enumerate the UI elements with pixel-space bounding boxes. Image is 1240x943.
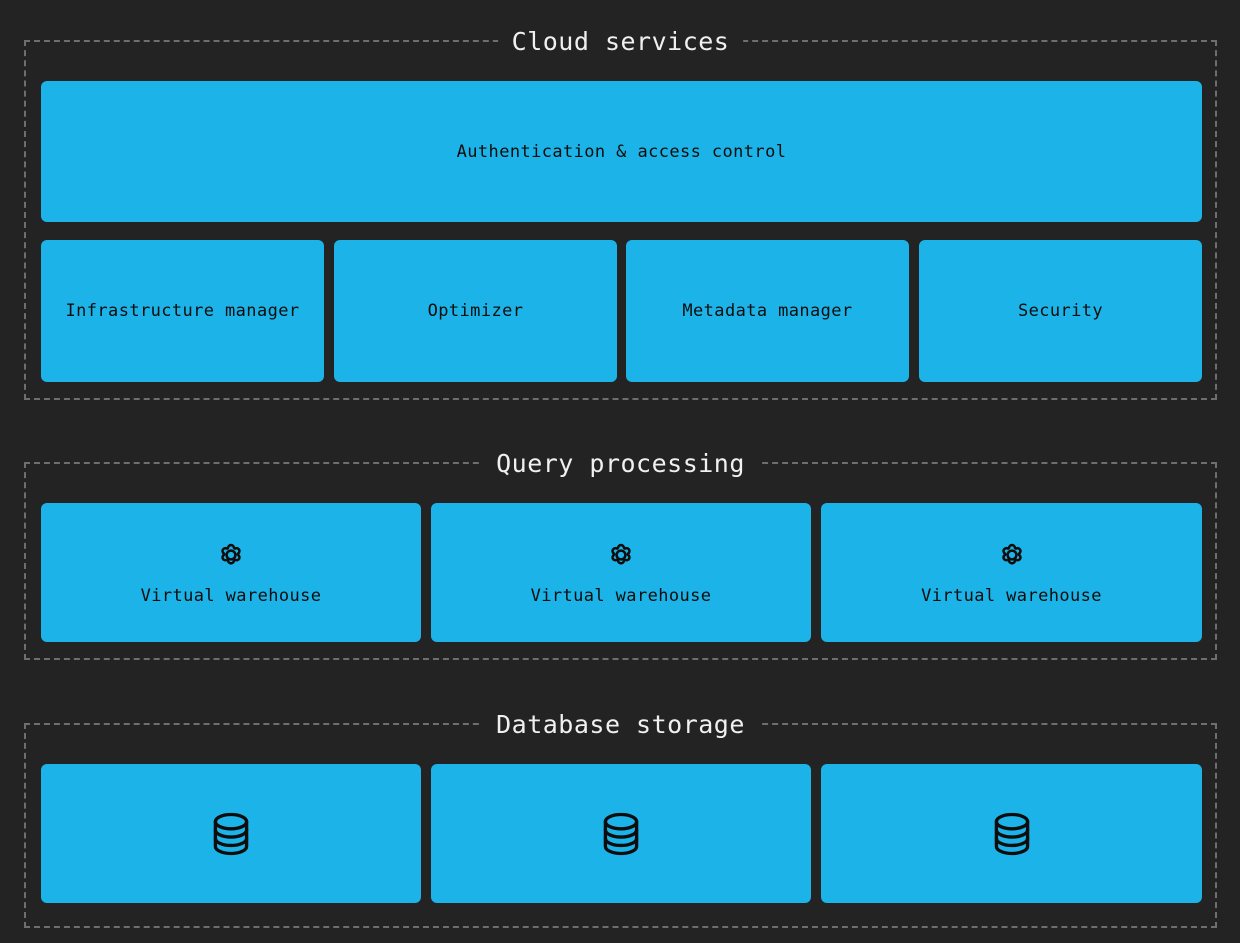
node-virtual-warehouse-2[interactable]: Virtual warehouse: [431, 503, 811, 642]
group-title-query-processing: Query processing: [482, 450, 759, 478]
node-authentication-access-control[interactable]: Authentication & access control: [41, 81, 1202, 222]
node-virtual-warehouse-3[interactable]: Virtual warehouse: [821, 503, 1202, 642]
group-query-processing: Query processing Virtual warehouse Virtu…: [24, 450, 1217, 660]
node-label-virtual-warehouse-1: Virtual warehouse: [140, 585, 322, 606]
node-database-3[interactable]: [821, 764, 1202, 903]
node-label-virtual-warehouse-2: Virtual warehouse: [530, 585, 712, 606]
node-database-2[interactable]: [431, 764, 811, 903]
node-label-optimizer: Optimizer: [427, 301, 524, 321]
node-label-security: Security: [1017, 301, 1104, 321]
node-optimizer[interactable]: Optimizer: [334, 240, 617, 382]
node-label-metadata-manager: Metadata manager: [682, 301, 853, 321]
database-icon: [595, 808, 647, 860]
node-label-infrastructure-manager: Infrastructure manager: [65, 301, 300, 321]
database-icon: [986, 808, 1038, 860]
node-virtual-warehouse-1[interactable]: Virtual warehouse: [41, 503, 421, 642]
gear-icon: [214, 538, 248, 572]
node-label-authentication-access-control: Authentication & access control: [456, 141, 787, 162]
node-security[interactable]: Security: [919, 240, 1202, 382]
group-title-cloud-services: Cloud services: [497, 28, 744, 56]
group-cloud-services: Cloud services Authentication & access c…: [24, 28, 1217, 400]
node-metadata-manager[interactable]: Metadata manager: [626, 240, 909, 382]
gear-icon: [604, 538, 638, 572]
gear-icon: [995, 538, 1029, 572]
database-icon: [205, 808, 257, 860]
group-database-storage: Database storage: [24, 711, 1217, 928]
group-title-database-storage: Database storage: [482, 711, 759, 739]
node-database-1[interactable]: [41, 764, 421, 903]
node-infrastructure-manager[interactable]: Infrastructure manager: [41, 240, 324, 382]
node-label-virtual-warehouse-3: Virtual warehouse: [921, 585, 1102, 606]
